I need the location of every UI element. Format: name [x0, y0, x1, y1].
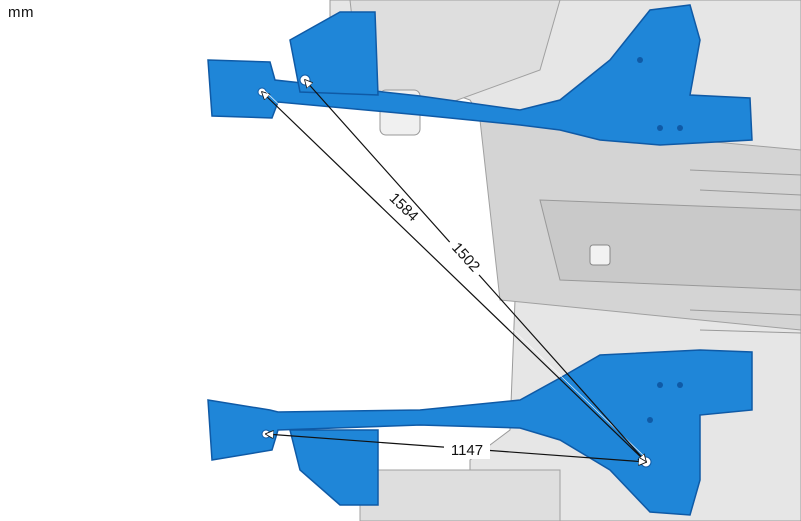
- units-label: mm: [8, 4, 34, 21]
- dimension-1502: 1502: [305, 80, 646, 462]
- dimension-1147-label: 1147: [451, 442, 483, 459]
- dimension-1147: 1147: [266, 434, 646, 462]
